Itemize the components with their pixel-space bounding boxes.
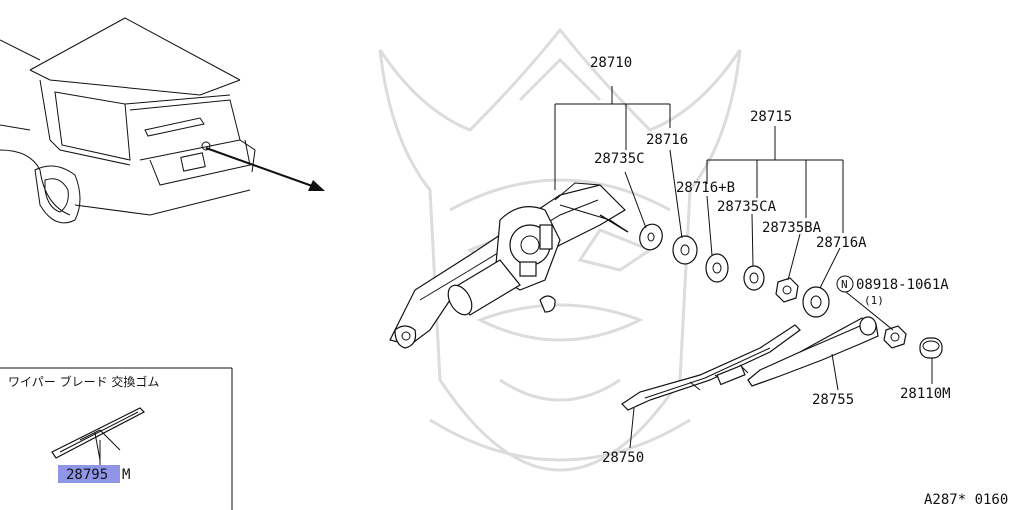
leader-lines bbox=[554, 86, 933, 449]
label-08918: 08918-1061A bbox=[856, 277, 949, 293]
watermark-emblem bbox=[378, 27, 742, 472]
washer-28735ca bbox=[743, 265, 765, 291]
inset-title: ワイパー ブレード 交換ゴム bbox=[8, 374, 159, 389]
nut-symbol-letter: N bbox=[841, 278, 848, 291]
wiper-motor-assembly bbox=[389, 182, 629, 349]
cap-28110m bbox=[919, 337, 943, 359]
label-28735ca: 28735CA bbox=[717, 199, 777, 215]
label-28716: 28716 bbox=[646, 132, 688, 148]
inset-wiper-refill: ワイパー ブレード 交換ゴム 28795 M bbox=[0, 367, 233, 510]
grommet-28716 bbox=[672, 235, 698, 265]
label-28735c: 28735C bbox=[594, 151, 645, 167]
wiper-blade-28750 bbox=[621, 324, 801, 411]
label-28795: 28795 bbox=[66, 467, 108, 483]
highlight-28795 bbox=[58, 465, 120, 483]
label-28716a: 28716A bbox=[816, 235, 867, 251]
nut-symbol: N bbox=[836, 275, 854, 293]
label-28716b: 28716+B bbox=[676, 180, 735, 196]
label-28795-suffix: M bbox=[122, 467, 130, 483]
nut-28735ba bbox=[775, 277, 799, 303]
label-28710: 28710 bbox=[590, 55, 632, 71]
vehicle-rear-illustration bbox=[0, 17, 256, 224]
grommet-28716a bbox=[802, 286, 830, 318]
diagram-code: A287* 0160 bbox=[924, 492, 1008, 508]
label-28755: 28755 bbox=[812, 392, 854, 408]
label-28750: 28750 bbox=[602, 450, 644, 466]
wiper-arm-28755 bbox=[747, 316, 879, 387]
nut-08918 bbox=[883, 325, 907, 349]
grommet-28716b bbox=[705, 253, 729, 283]
washer-28735c bbox=[639, 223, 663, 251]
label-28735ba: 28735BA bbox=[762, 220, 822, 236]
label-quantity: (1) bbox=[864, 294, 884, 307]
label-28715: 28715 bbox=[750, 109, 792, 125]
pointer-arrow bbox=[205, 147, 325, 191]
label-28110m: 28110M bbox=[900, 386, 951, 402]
